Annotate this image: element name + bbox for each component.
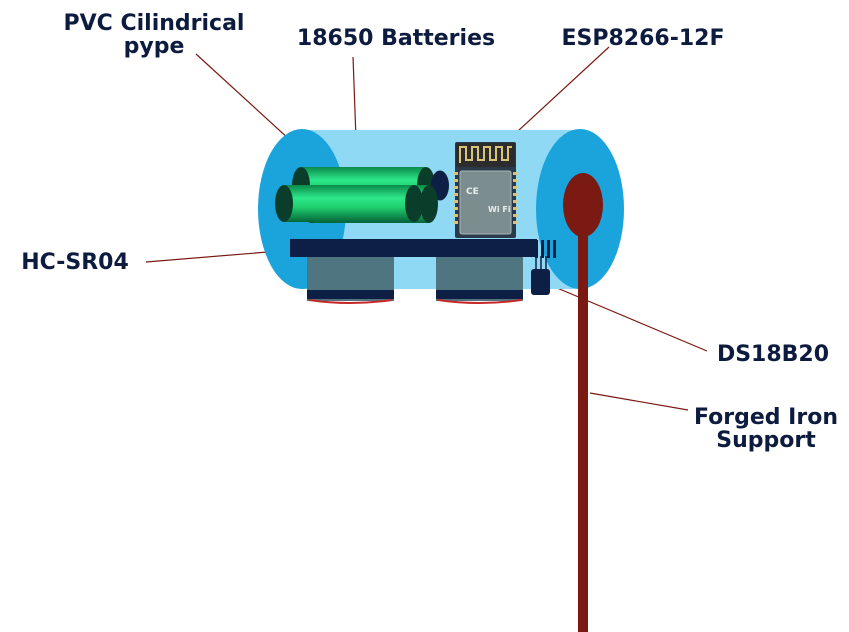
battery-front [275, 185, 423, 222]
label-batteries: 18650 Batteries [288, 27, 504, 50]
battery-pack [275, 167, 449, 223]
hcsr04-board [290, 239, 537, 257]
ds18b20-body [531, 269, 550, 295]
esp8266-module: CE Wi Fi [454, 142, 517, 238]
label-pvc-pipe: PVC Cilindrical pype [56, 12, 252, 58]
label-hcsr04-text: HC-SR04 [21, 250, 129, 275]
esp-pins [454, 172, 517, 224]
label-esp-text: ESP8266-12F [561, 26, 725, 51]
hcsr04-left-ring [308, 299, 393, 304]
label-batteries-text: 18650 Batteries [296, 26, 496, 51]
label-iron-line1: Forged Iron [694, 405, 838, 430]
iron-loop [563, 173, 603, 237]
leader-line-iron [589, 392, 689, 411]
label-iron-line2: Support [716, 428, 816, 453]
ds18b20-sensor [531, 256, 550, 295]
leader-lines [145, 46, 708, 411]
label-iron-support: Forged Iron Support [684, 406, 848, 452]
label-ds18b20: DS18B20 [705, 343, 841, 366]
leader-line-ds18b20 [549, 284, 708, 352]
hcsr04-module [290, 239, 556, 304]
label-pvc-line1: PVC Cilindrical [63, 11, 245, 36]
label-ds18b20-text: DS18B20 [716, 342, 830, 367]
iron-rod [578, 228, 588, 632]
esp-cert-mark: CE [466, 187, 479, 197]
hcsr04-header-pins [535, 240, 556, 258]
label-pvc-line2: pype [123, 34, 185, 59]
leader-line-esp [504, 46, 610, 144]
label-hcsr04: HC-SR04 [12, 251, 138, 274]
esp-wifi-logo: Wi Fi [488, 205, 511, 214]
forged-iron-support [563, 173, 603, 632]
esp-antenna-trace [459, 146, 512, 163]
leader-line-pvc [195, 53, 291, 141]
label-esp8266: ESP8266-12F [550, 27, 736, 50]
esp-shield [459, 170, 512, 235]
hcsr04-right-ring [437, 299, 522, 304]
